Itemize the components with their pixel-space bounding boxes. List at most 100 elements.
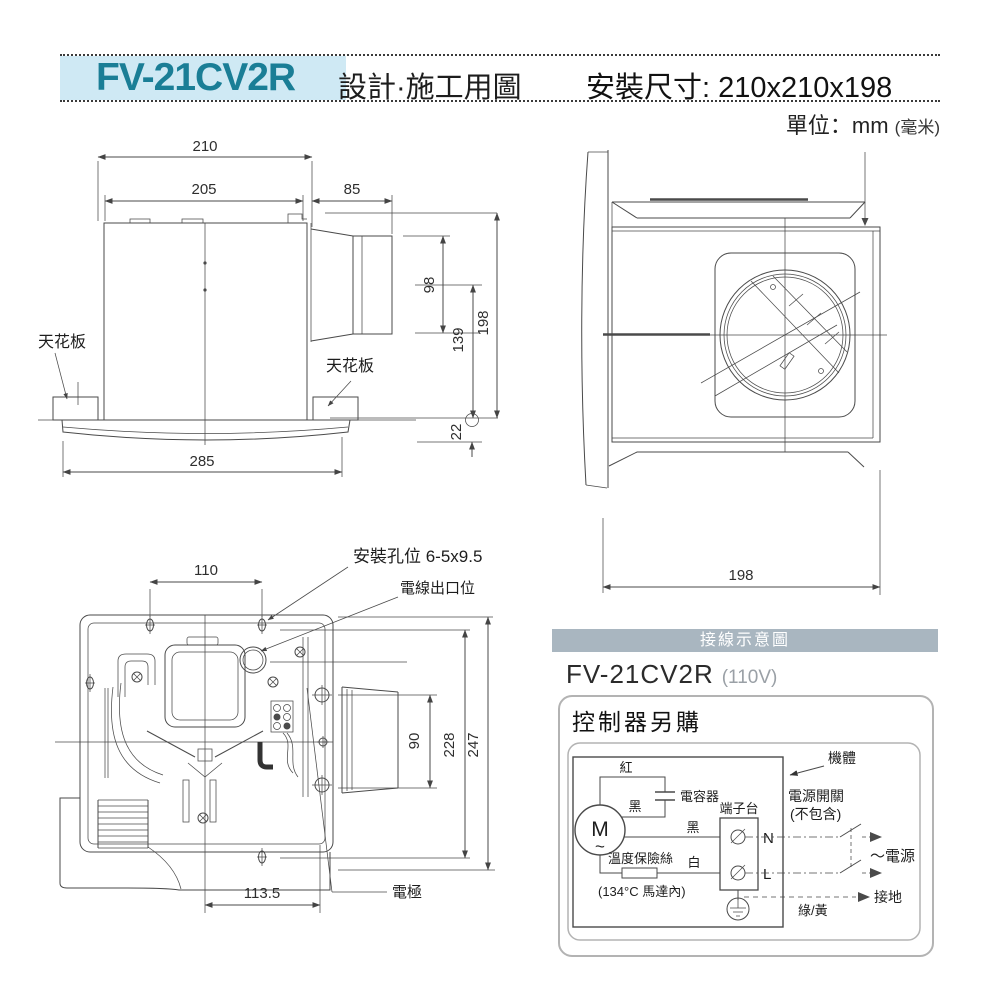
- dim-85-label: 85: [344, 181, 361, 198]
- ground-circuit: 接地 綠/黃: [726, 889, 902, 921]
- ceiling-right-text: 天花板: [326, 357, 374, 375]
- small-hole: [316, 735, 330, 749]
- dim-139-label: 139: [450, 327, 467, 352]
- dim-228: 228: [441, 629, 468, 859]
- ceiling-left-block: [38, 382, 99, 421]
- motor-assembly: [104, 636, 309, 823]
- mounting-holes-text: 安裝孔位 6-5x9.5: [353, 547, 482, 566]
- wire-black-cap-label: 黑: [628, 799, 641, 814]
- wire-outlet-hole: [239, 646, 267, 674]
- unit-body-label: 機體: [828, 750, 856, 766]
- wiring-voltage: (110V): [721, 667, 778, 688]
- header-dotted-line-bottom: [60, 100, 940, 102]
- grille-outline: [61, 419, 351, 441]
- mounting-slot-hole: [84, 673, 96, 693]
- wire-outlet-text: 電線出口位: [400, 580, 475, 597]
- dim-247: 247: [465, 616, 491, 871]
- terminal-block-circuit: 黑 端子台 N L: [624, 801, 774, 891]
- terminal-n-label: N: [763, 830, 774, 847]
- dim-85: 85: [311, 181, 393, 234]
- dim-198-front: 198: [602, 470, 881, 595]
- screw: [197, 812, 209, 824]
- dim-110: 110: [149, 562, 263, 617]
- mounting-hole: [311, 774, 333, 796]
- ceiling-right-block: [312, 396, 416, 421]
- header-dotted-line-top: [60, 54, 940, 56]
- screw: [294, 646, 306, 658]
- mounting-slot-hole: [144, 615, 156, 635]
- terminal-wiring-detail: [257, 700, 299, 778]
- side-view-drawing: 210 205 85 98 139 198: [38, 138, 500, 477]
- thermal-fuse-label: 溫度保險絲: [608, 851, 673, 866]
- bottom-flange: [608, 451, 865, 468]
- wiring-model-text: FV-21CV2R: [566, 659, 714, 689]
- top-flange: [611, 152, 869, 227]
- motor-symbol: M ~: [574, 804, 626, 856]
- capacitor-label: 電容器: [680, 789, 719, 804]
- mounting-slot-hole: [256, 615, 268, 635]
- duct-outline: [310, 228, 393, 342]
- ground-label: 接地: [874, 889, 902, 905]
- wiring-circuit-diagram: M ~ 紅 黑 電容器 黑 端子台: [567, 742, 921, 941]
- dim-22-label: 22: [448, 424, 465, 441]
- mounting-holes-label: 安裝孔位 6-5x9.5: [267, 547, 482, 621]
- dim-98: 98: [403, 235, 480, 334]
- green-yellow-label: 綠/黃: [798, 903, 828, 918]
- not-included-label: (不包含): [790, 806, 841, 822]
- electrode-text: 電極: [392, 884, 422, 901]
- page-model-title: FV-21CV2R: [96, 56, 296, 99]
- wire-white-label: 白: [687, 855, 700, 870]
- grille-edge-curve: [581, 150, 609, 489]
- wiring-panel-header: 接線示意圖: [552, 629, 938, 652]
- dim-285: 285: [62, 437, 343, 477]
- motor-m-text: M: [591, 818, 609, 841]
- doc-title: 設計·施工用圖: [338, 72, 522, 104]
- power-switch-label: 電源開關: [788, 788, 844, 804]
- ceiling-label-left: 天花板: [38, 333, 86, 400]
- unit-body-boundary: [572, 756, 784, 928]
- fan-body-outline: [103, 213, 312, 445]
- wiring-model: FV-21CV2R (110V): [566, 659, 777, 690]
- grille-lower-outline: [59, 797, 331, 891]
- dim-210-label: 210: [192, 138, 217, 155]
- dim-210: 210: [97, 138, 313, 227]
- dim-205: 205: [104, 181, 304, 221]
- dim-205-label: 205: [191, 181, 216, 198]
- ceiling-left-text: 天花板: [38, 333, 86, 351]
- capacitor-circuit: 紅 黑 電容器: [599, 760, 719, 818]
- terminal-block-label: 端子台: [719, 801, 758, 816]
- wire-red-label: 紅: [619, 760, 632, 775]
- dim-247-label: 247: [465, 732, 482, 757]
- front-view-drawing: 198: [581, 150, 887, 595]
- duct-stub: [341, 686, 399, 794]
- screw: [267, 676, 279, 688]
- dim-22: 22: [417, 413, 482, 457]
- dim-139: 139: [415, 284, 482, 419]
- dim-198-front-label: 198: [728, 567, 753, 584]
- screw: [131, 671, 143, 683]
- electrode-label: 電極: [306, 687, 422, 901]
- wiring-panel: 接線示意圖 FV-21CV2R(110V) 控制器另購 M ~: [552, 629, 938, 965]
- unit-note-main: 單位：mm: [785, 113, 895, 138]
- install-size-label: 安裝尺寸: 210x210x198: [586, 72, 893, 104]
- dim-113-5: 113.5: [204, 845, 321, 913]
- thermal-fuse-circuit: 溫度保險絲 白 (134°C 馬達內): [598, 851, 720, 899]
- dim-90: 90: [406, 694, 433, 789]
- dim-285-label: 285: [189, 453, 214, 470]
- extension-lines: [270, 616, 495, 871]
- terminal-l-label: L: [763, 866, 771, 883]
- power-label: ～電源: [870, 848, 915, 865]
- unit-note: 單位：mm (毫米): [786, 108, 940, 140]
- dim-228-label: 228: [441, 732, 458, 757]
- dim-110-label: 110: [194, 562, 218, 579]
- power-switch-circuit: 電源開關 (不包含) ～電源: [745, 788, 915, 878]
- bottom-view-drawing: 110 90 228 247 113.5 安裝孔位 6-5x9.5 電線出口位: [55, 547, 495, 913]
- unit-body-label-group: 機體: [789, 750, 856, 776]
- dim-198-label: 198: [475, 310, 492, 335]
- dim-198: 198: [325, 212, 500, 419]
- mounting-plate-outline: [55, 614, 334, 913]
- mounting-slot-hole: [256, 847, 268, 867]
- unit-note-paren: (毫米): [894, 118, 940, 137]
- model-highlight: [60, 56, 346, 100]
- dim-90-label: 90: [406, 733, 423, 750]
